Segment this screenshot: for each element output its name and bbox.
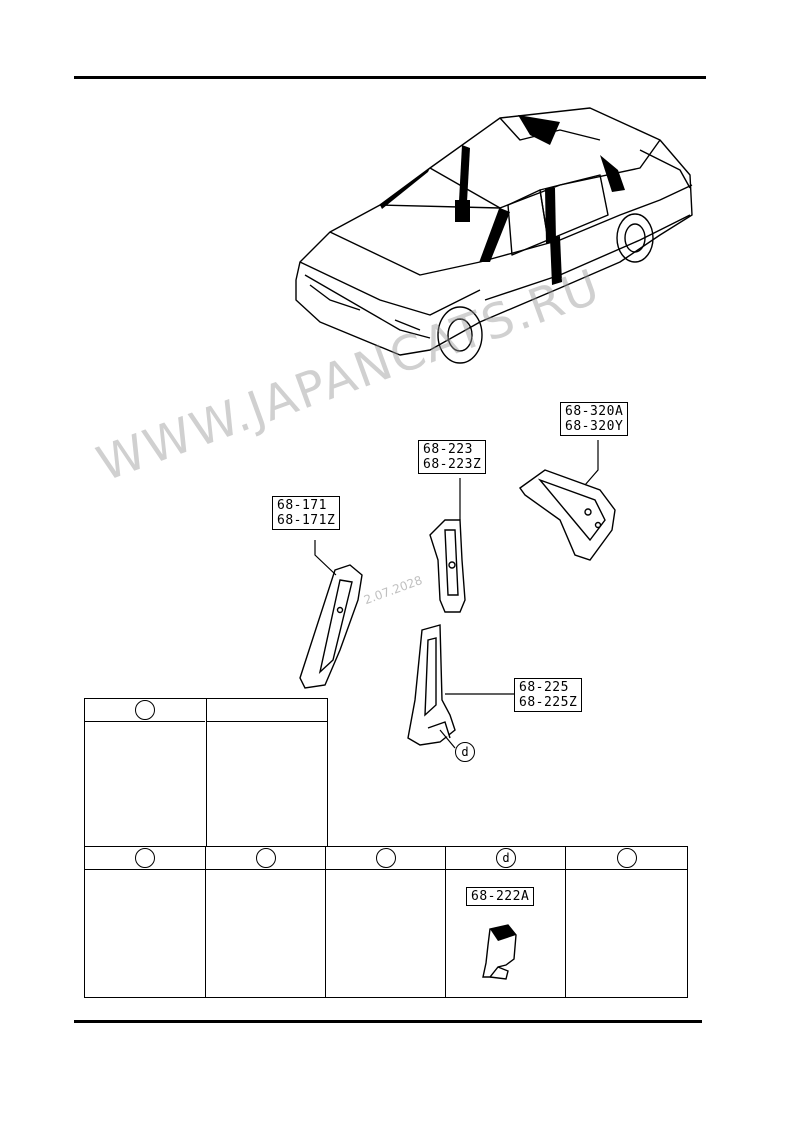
upper-cell-2	[206, 699, 328, 847]
lower-header-2	[206, 847, 326, 870]
label-68-223z: 68-223Z	[423, 457, 482, 472]
label-68-320y: 68-320Y	[565, 419, 624, 434]
label-68-222a: 68-222A	[466, 887, 535, 906]
part-68-223-drawing	[429, 519, 466, 613]
part-68-320-drawing	[519, 469, 616, 561]
blank-circle-icon	[256, 848, 276, 868]
part-68-225-drawing	[407, 624, 456, 746]
part-68-171-drawing	[299, 564, 363, 689]
lower-header-4: d	[446, 847, 566, 870]
lower-header-5	[566, 847, 688, 870]
top-rule	[74, 76, 706, 79]
blank-circle-icon	[376, 848, 396, 868]
label-68-320a: 68-320A	[565, 404, 624, 419]
upper-table	[84, 698, 328, 848]
label-68-171-main: 68-171	[277, 498, 327, 513]
pillar-highlights	[380, 115, 625, 285]
lower-cell-2	[205, 847, 326, 997]
part-68-222a-drawing	[482, 924, 517, 980]
lower-header-1	[85, 847, 205, 870]
label-68-171z: 68-171Z	[277, 513, 336, 528]
car-illustration	[295, 107, 693, 364]
upper-header-2	[207, 699, 328, 722]
blank-circle-icon	[135, 848, 155, 868]
lower-cell-3	[325, 847, 446, 997]
blank-circle-icon	[617, 848, 637, 868]
lower-cell-4: d 68-222A	[445, 847, 566, 997]
callout-d: d	[455, 742, 475, 762]
label-68-225z: 68-225Z	[519, 695, 578, 710]
label-68-225-main: 68-225	[519, 680, 569, 695]
lower-table: d 68-222A	[84, 846, 688, 998]
lower-cell-1	[85, 847, 205, 997]
bottom-rule	[74, 1020, 702, 1023]
label-68-223-main: 68-223	[423, 442, 473, 457]
lower-header-3	[326, 847, 446, 870]
upper-header-1	[85, 699, 205, 722]
label-68-225: 68-225 68-225Z	[514, 678, 583, 712]
label-68-222a-text: 68-222A	[471, 889, 530, 904]
blank-circle-icon	[135, 700, 155, 720]
label-68-171: 68-171 68-171Z	[272, 496, 341, 530]
leader-lines	[314, 440, 599, 749]
label-68-320: 68-320A 68-320Y	[560, 402, 629, 436]
label-68-223: 68-223 68-223Z	[418, 440, 487, 474]
lower-cell-5	[565, 847, 688, 997]
upper-cell-1	[85, 699, 205, 847]
d-circle-icon: d	[496, 848, 516, 868]
